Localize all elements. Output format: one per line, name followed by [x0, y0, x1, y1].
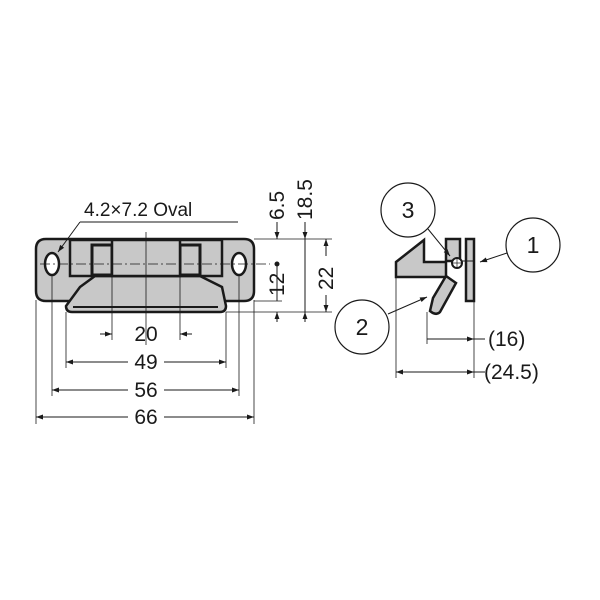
side-view: [334, 182, 561, 378]
dim-18-5: 18.5: [294, 179, 317, 220]
roller-arm: [428, 274, 458, 315]
front-view: [34, 221, 332, 424]
dim-56: 56: [134, 379, 157, 402]
dim-49: 49: [134, 351, 157, 374]
balloon-3-circle: [380, 182, 436, 238]
dim-66: 66: [134, 406, 157, 429]
balloon-1-circle: [505, 217, 561, 273]
balloon-1: 1: [527, 232, 540, 258]
latch-body: [394, 237, 448, 279]
balloon-2: 2: [356, 314, 369, 340]
balloon-2-circle: [334, 299, 390, 355]
dim-20: 20: [134, 323, 157, 346]
dim-16: (16): [488, 328, 525, 351]
dim-22: 22: [315, 267, 338, 290]
oval-hole-note: 4.2×7.2 Oval: [84, 200, 192, 221]
dim-24-5: (24.5): [484, 361, 539, 384]
dim-12: 12: [266, 273, 289, 296]
dim-6-5: 6.5: [266, 191, 289, 220]
balloon-3: 3: [402, 197, 415, 223]
